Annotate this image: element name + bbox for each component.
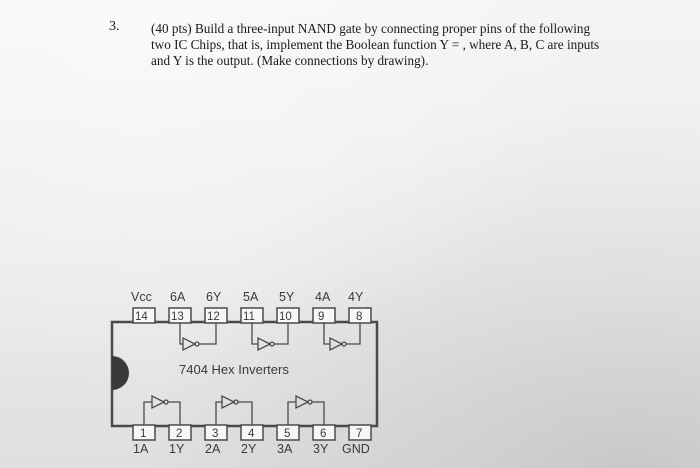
bottom-pin-label: GND — [342, 442, 370, 456]
bottom-pin-label: 3A — [277, 442, 293, 456]
chip-title: 7404 Hex Inverters — [179, 362, 289, 377]
top-pin-number: 10 — [279, 311, 292, 323]
question-line-3: and Y is the output. (Make connections b… — [151, 53, 429, 68]
bottom-pin-number: 1 — [140, 428, 146, 440]
inverter-3 — [287, 394, 325, 426]
bottom-pin-box — [312, 424, 336, 441]
bottom-pin-label: 2A — [205, 442, 221, 456]
top-pins — [132, 307, 372, 324]
bottom-pin-number: 7 — [356, 428, 362, 440]
top-pin-label: 6Y — [206, 290, 222, 304]
bottom-pin-number: 3 — [212, 428, 218, 440]
bottom-pin-box — [204, 424, 228, 441]
inverter-6 — [179, 323, 217, 352]
top-pin-number: 12 — [207, 311, 220, 323]
bottom-pin-box — [276, 424, 300, 441]
top-pin-label: 6A — [170, 290, 186, 304]
bottom-pin-box — [168, 424, 192, 441]
bottom-pin-label: 3Y — [313, 442, 329, 456]
bottom-pin-label: 2Y — [241, 442, 257, 456]
bottom-pins — [132, 424, 372, 441]
bottom-pin-box — [132, 424, 156, 441]
question-text: (40 pts) Build a three-input NAND gate b… — [151, 21, 651, 69]
top-pin-label: 4A — [315, 290, 331, 304]
question-line-2: two IC Chips, that is, implement the Boo… — [151, 37, 600, 52]
inverter-5 — [251, 323, 289, 352]
bottom-pin-number: 4 — [248, 428, 255, 440]
top-pin-label: 5A — [243, 290, 259, 304]
top-pin-box — [132, 307, 156, 324]
inverter-4 — [323, 323, 361, 352]
inverter-2 — [215, 394, 253, 426]
bottom-pin-number: 5 — [284, 428, 290, 440]
top-pin-label: 4Y — [348, 290, 364, 304]
chip-notch — [112, 356, 129, 390]
bottom-pin-label: 1Y — [169, 442, 185, 456]
top-pin-number: 14 — [135, 311, 148, 323]
bottom-pin-box — [240, 424, 264, 441]
inverter-1 — [143, 394, 181, 426]
top-pin-number: 9 — [318, 311, 324, 323]
bottom-inverters — [143, 394, 325, 426]
top-pin-number: 13 — [171, 311, 184, 323]
bottom-pin-number: 2 — [176, 428, 182, 440]
top-pin-number: 11 — [243, 311, 255, 323]
bottom-pin-box — [348, 424, 372, 441]
bottom-pin-label: 1A — [133, 442, 149, 456]
question-line-1: (40 pts) Build a three-input NAND gate b… — [151, 21, 591, 36]
question-number: 3. — [109, 19, 120, 34]
top-inverters — [179, 323, 361, 352]
bottom-pin-number: 6 — [320, 428, 326, 440]
top-pin-label: Vcc — [131, 290, 152, 304]
top-pin-number: 8 — [356, 311, 362, 323]
top-pin-label: 5Y — [279, 290, 295, 304]
